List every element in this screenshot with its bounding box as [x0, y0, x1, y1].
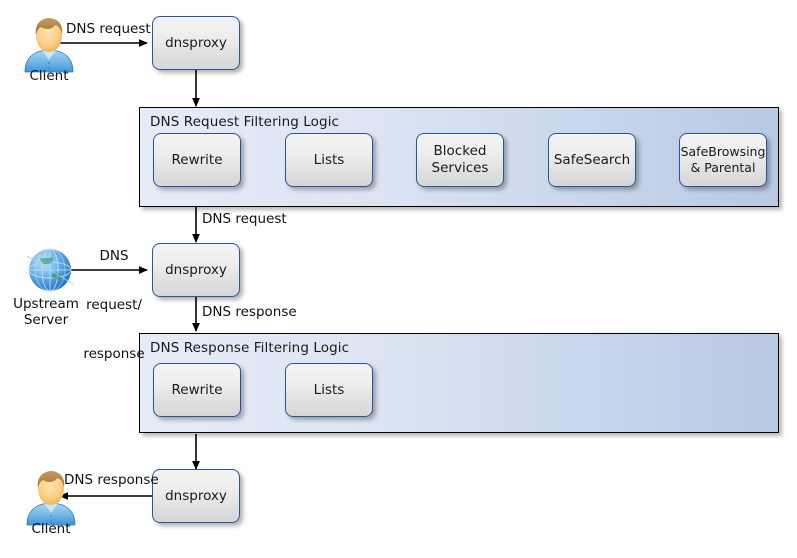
rewrite-request-node[interactable]: Rewrite: [153, 133, 241, 187]
dns-request-filtering-title: DNS Request Filtering Logic: [150, 114, 340, 130]
lists-request-label: Lists: [313, 151, 345, 168]
client-bottom-label: Client: [31, 521, 71, 537]
blocked-services-label-line2: Services: [431, 160, 489, 176]
blocked-services-label-line1: Blocked: [433, 143, 487, 160]
safebrowsing-parental-label-line2: & Parental: [690, 160, 756, 175]
edge-label-upstream-line1: DNS: [99, 248, 129, 265]
lists-response-node[interactable]: Lists: [285, 363, 373, 417]
edge-label-upstream-line2: request/: [86, 296, 142, 313]
dnsproxy-top-label: dnsproxy: [165, 34, 227, 51]
dnsproxy-middle-node[interactable]: dnsproxy: [152, 243, 240, 297]
upstream-server-label: Upstream Server: [0, 296, 96, 328]
upstream-server-label-line1: Upstream: [13, 296, 79, 312]
rewrite-response-node[interactable]: Rewrite: [153, 363, 241, 417]
user-icon: [26, 471, 76, 526]
rewrite-response-label: Rewrite: [171, 381, 223, 398]
safebrowsing-parental-label-line1: SafeBrowsing: [680, 144, 766, 160]
client-top-label: Client: [29, 68, 69, 84]
rewrite-request-label: Rewrite: [171, 151, 223, 168]
dnsproxy-top-node[interactable]: dnsproxy: [152, 16, 240, 70]
upstream-server-label-line2: Server: [23, 312, 69, 329]
edge-label-client-to-dnsproxy: DNS request: [66, 21, 151, 37]
lists-request-node[interactable]: Lists: [285, 133, 373, 187]
dns-response-filtering-title: DNS Response Filtering Logic: [150, 340, 350, 356]
edge-label-dnsproxy-to-response-group: DNS response: [202, 304, 297, 320]
dnsproxy-bottom-node[interactable]: dnsproxy: [152, 469, 240, 523]
lists-response-label: Lists: [313, 381, 345, 398]
safesearch-node[interactable]: SafeSearch: [548, 133, 636, 187]
edge-label-dnsproxy-to-upstream: DNS request/ response: [76, 216, 152, 394]
safesearch-label: SafeSearch: [553, 151, 631, 168]
dns-response-filtering-group: DNS Response Filtering Logic: [139, 333, 779, 433]
edge-label-request-group-to-dnsproxy: DNS request: [202, 211, 287, 227]
dnsproxy-bottom-label: dnsproxy: [165, 487, 227, 504]
globe-icon: [26, 248, 74, 292]
dnsproxy-middle-label: dnsproxy: [165, 261, 227, 278]
blocked-services-node[interactable]: Blocked Services: [416, 133, 504, 187]
safebrowsing-parental-node[interactable]: SafeBrowsing & Parental: [679, 133, 767, 187]
edge-label-dnsproxy-to-client: DNS response: [64, 472, 159, 488]
edge-label-upstream-line3: response: [83, 345, 145, 362]
user-icon: [24, 18, 74, 73]
